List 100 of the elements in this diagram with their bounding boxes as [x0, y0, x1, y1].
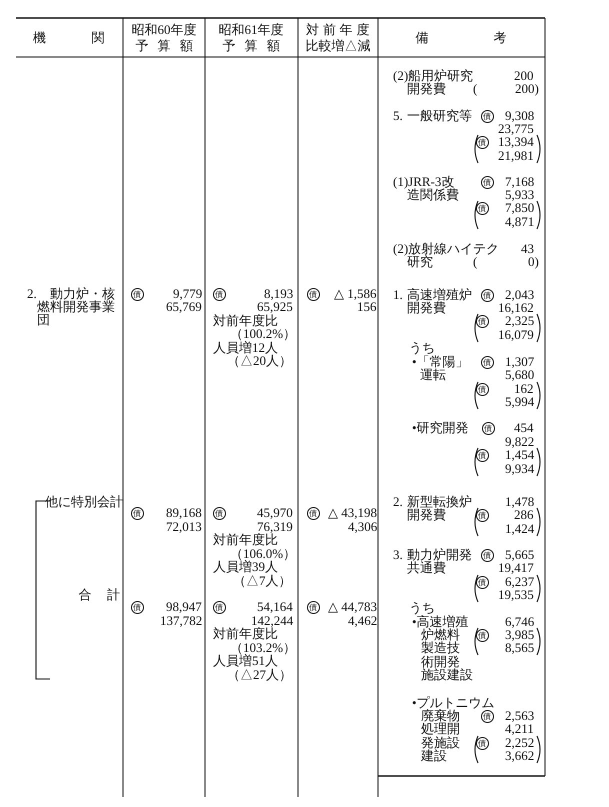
item-text: 動力炉開発: [407, 548, 472, 562]
item-text: 施設建設: [421, 668, 473, 682]
debt-mark: 債: [130, 600, 144, 614]
item-text: 開発費: [407, 301, 446, 315]
amount-value: 0): [528, 255, 539, 269]
item-text: 共通費: [407, 561, 446, 575]
ratio-value: （△7人）: [233, 574, 292, 588]
amount-value: 5,994: [505, 395, 534, 409]
amount-value: 9,308: [505, 109, 534, 123]
column-header: 予算額: [134, 39, 202, 53]
ratio-value: （103.2%）: [230, 641, 296, 655]
amount-value: 19,417: [498, 561, 534, 575]
item-text: (1)JRR-3改: [393, 175, 454, 189]
amount-value: 9,822: [505, 435, 534, 449]
amount-value: 2,325: [505, 314, 534, 328]
parenthesis: (: [473, 255, 478, 269]
amount-value: 2,252: [505, 736, 534, 750]
item-text: 人員増51人: [213, 654, 278, 668]
amount-value: 13,394: [498, 135, 534, 149]
item-text: 合計: [78, 588, 136, 602]
amount-value: 3,985: [505, 628, 534, 642]
amount-value: 3,662: [505, 749, 534, 763]
item-text: 発施設: [421, 736, 460, 750]
amount-value: 200): [515, 82, 539, 96]
amount-value: 286: [514, 508, 534, 522]
item-text: 対前年度比: [213, 627, 278, 641]
amount-value: 23,775: [498, 122, 534, 136]
amount-value: 5,933: [505, 188, 534, 202]
amount-value: 65,769: [166, 300, 202, 314]
amount-value: 9,934: [505, 462, 534, 476]
item-text: •プルトニウム: [412, 696, 495, 710]
item-text: 処理開: [421, 722, 460, 736]
amount-value: 76,319: [257, 520, 293, 534]
item-text: 運転: [420, 368, 446, 382]
debt-mark: 債: [480, 548, 494, 562]
item-text: 燃料開発事業: [37, 300, 115, 314]
item-text: 高速増殖炉: [407, 288, 472, 302]
amount-value: 4,462: [348, 614, 378, 628]
item-text: 新型転換炉: [407, 495, 472, 509]
ratio-value: （100.2%）: [230, 327, 296, 341]
item-text: 人員増12人: [213, 341, 278, 355]
ratio-value: （△20人）: [227, 354, 292, 368]
amount-value: 7,850: [505, 201, 534, 215]
debt-mark: 債: [480, 356, 494, 368]
amount-value: 4,306: [348, 520, 378, 534]
amount-value: 156: [357, 300, 376, 314]
amount-value: 7,168: [505, 175, 534, 189]
amount-value: 9,779: [173, 287, 202, 301]
amount-value: 1,478: [505, 495, 534, 509]
item-text: •「常陽」: [412, 355, 469, 369]
debt-mark: 債: [476, 736, 488, 750]
debt-mark: 債: [130, 506, 144, 520]
ratio-value: （△27人）: [227, 668, 292, 682]
debt-mark: 債: [212, 506, 226, 520]
amount-value: 1,307: [505, 355, 534, 369]
debt-mark: 債: [480, 288, 494, 302]
item-text: 開発費: [407, 508, 446, 522]
amount-value: 8,565: [505, 641, 534, 655]
item-text: •高速増殖: [412, 615, 469, 629]
amount-value: 4,871: [505, 215, 534, 229]
amount-value: △ 44,783: [328, 600, 377, 614]
amount-value: 137,782: [160, 614, 202, 628]
item-text: 研究: [407, 255, 433, 269]
item-text: 製造技: [421, 641, 460, 655]
debt-mark: 債: [476, 508, 488, 522]
amount-value: 72,013: [166, 520, 202, 534]
debt-mark: 債: [476, 202, 488, 214]
amount-value: 43: [521, 242, 534, 256]
debt-mark: 債: [480, 176, 494, 188]
column-header: 対前年度: [304, 23, 374, 37]
debt-mark: 債: [212, 600, 226, 614]
amount-value: 5,680: [505, 368, 534, 382]
amount-value: 1,454: [505, 448, 534, 462]
debt-mark: 債: [476, 448, 488, 462]
item-text: 団: [37, 313, 50, 327]
amount-value: 89,168: [166, 506, 202, 520]
item-text: 3.: [393, 548, 403, 562]
debt-mark: 債: [306, 288, 320, 300]
item-text: 炉燃料: [421, 628, 460, 642]
debt-mark: 債: [306, 506, 320, 520]
item-text: 対前年度比: [213, 533, 278, 547]
amount-value: 200: [514, 69, 534, 83]
amount-value: 454: [514, 421, 534, 435]
debt-mark: 債: [306, 600, 320, 614]
amount-value: 98,947: [166, 600, 202, 614]
item-text: 造関係費: [407, 188, 459, 202]
amount-value: 16,079: [498, 328, 534, 342]
item-text: (2)放射線ハイテク: [393, 242, 500, 256]
amount-value: 1,424: [505, 522, 534, 536]
amount-value: 8,193: [264, 287, 294, 301]
column-header: 昭和61年度: [218, 23, 284, 37]
item-text: 一般研究等: [407, 109, 472, 123]
debt-mark: 債: [476, 576, 488, 588]
parenthesis: (: [473, 82, 478, 96]
item-text: 人員増39人: [213, 560, 278, 574]
amount-value: 16,162: [498, 301, 534, 315]
debt-mark: 債: [480, 710, 494, 722]
debt-mark: 債: [212, 288, 226, 300]
amount-value: 2,043: [505, 288, 534, 302]
amount-value: 142,244: [251, 614, 294, 628]
